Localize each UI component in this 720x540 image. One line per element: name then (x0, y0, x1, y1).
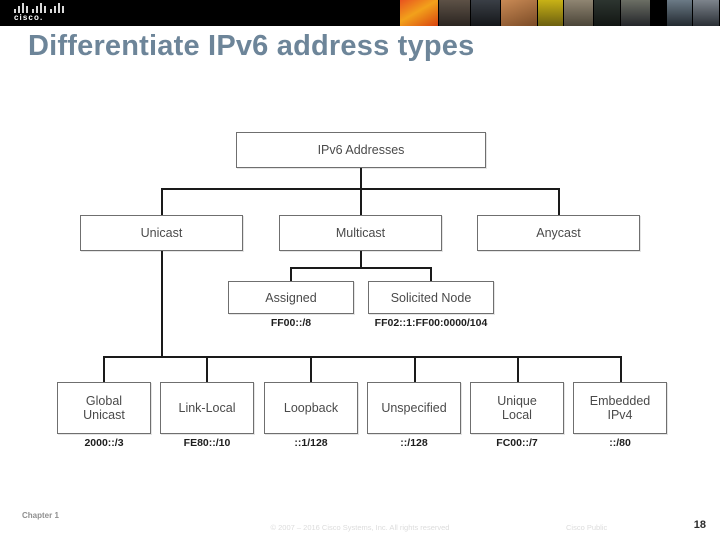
connector-level2-bus (161, 188, 560, 190)
node-unicast: Unicast (80, 215, 243, 251)
node-label: IPv6 Addresses (317, 143, 405, 157)
node-label: Embedded IPv4 (588, 394, 652, 422)
node-label: Unique Local (495, 394, 539, 422)
prefix-loopback: ::1/128 (294, 437, 328, 449)
connector-unicast-bus (103, 356, 620, 358)
node-unique-local: Unique Local (470, 382, 564, 434)
connector-to-solicited-node (430, 267, 432, 281)
connector-multicast-down (360, 251, 362, 267)
node-label-line2: Unicast (83, 408, 125, 422)
node-label: Link-Local (178, 401, 236, 415)
cisco-bars-icon (14, 3, 72, 13)
node-label: Global Unicast (81, 394, 127, 422)
node-solicited-node: Solicited Node (368, 281, 494, 314)
footer-chapter: Chapter 1 (22, 511, 59, 520)
prefix-unspecified: ::/128 (400, 437, 428, 449)
node-anycast: Anycast (477, 215, 640, 251)
people-photo-strip-icon (400, 0, 720, 26)
cisco-logo-icon: cisco. (14, 3, 76, 24)
node-label: Assigned (265, 290, 317, 305)
node-label: Anycast (536, 226, 581, 240)
prefix-embedded-ipv4: ::/80 (609, 437, 631, 449)
node-label-line1: Embedded (589, 394, 651, 408)
connector-to-embedded-ipv4 (620, 356, 622, 382)
connector-root-down (360, 168, 362, 188)
prefix-link-local: FE80::/10 (183, 437, 231, 449)
node-label-line2: Local (502, 408, 532, 422)
node-global-unicast: Global Unicast (57, 382, 151, 434)
connector-to-multicast (360, 188, 362, 215)
header-band: cisco. (0, 0, 720, 26)
connector-unicast-down (161, 251, 163, 358)
node-label-line2: IPv4 (607, 408, 633, 422)
node-label-line1: Unique (497, 394, 537, 408)
connector-to-unspecified (414, 356, 416, 382)
page-title: Differentiate IPv6 address types (28, 30, 475, 62)
connector-to-global-unicast (103, 356, 105, 382)
connector-to-loopback (310, 356, 312, 382)
connector-multicast-bus (290, 267, 432, 269)
prefix-assigned: FF00::/8 (270, 317, 312, 329)
node-label: Unicast (140, 226, 183, 240)
prefix-solicited-node: FF02::1:FF00:0000/104 (374, 317, 488, 329)
node-label: Unspecified (381, 401, 447, 415)
prefix-global-unicast: 2000::/3 (84, 437, 124, 449)
node-loopback: Loopback (264, 382, 358, 434)
node-label: Loopback (283, 401, 339, 415)
footer-page-number: 18 (693, 519, 706, 531)
cisco-wordmark: cisco. (14, 13, 44, 22)
node-label: Multicast (335, 226, 386, 240)
node-embedded-ipv4: Embedded IPv4 (573, 382, 667, 434)
node-assigned: Assigned (228, 281, 354, 314)
node-unspecified: Unspecified (367, 382, 461, 434)
node-label: Solicited Node (390, 290, 472, 305)
node-multicast: Multicast (279, 215, 442, 251)
node-ipv6-addresses: IPv6 Addresses (236, 132, 486, 168)
connector-to-link-local (206, 356, 208, 382)
footer-confidentiality: Cisco Public (566, 523, 608, 532)
connector-to-anycast (558, 188, 560, 215)
node-label-line1: Global (85, 394, 123, 408)
footer-copyright: © 2007 – 2016 Cisco Systems, Inc. All ri… (270, 523, 450, 532)
prefix-unique-local: FC00::/7 (496, 437, 538, 449)
connector-to-unicast (161, 188, 163, 215)
connector-to-unique-local (517, 356, 519, 382)
node-link-local: Link-Local (160, 382, 254, 434)
connector-to-assigned (290, 267, 292, 281)
